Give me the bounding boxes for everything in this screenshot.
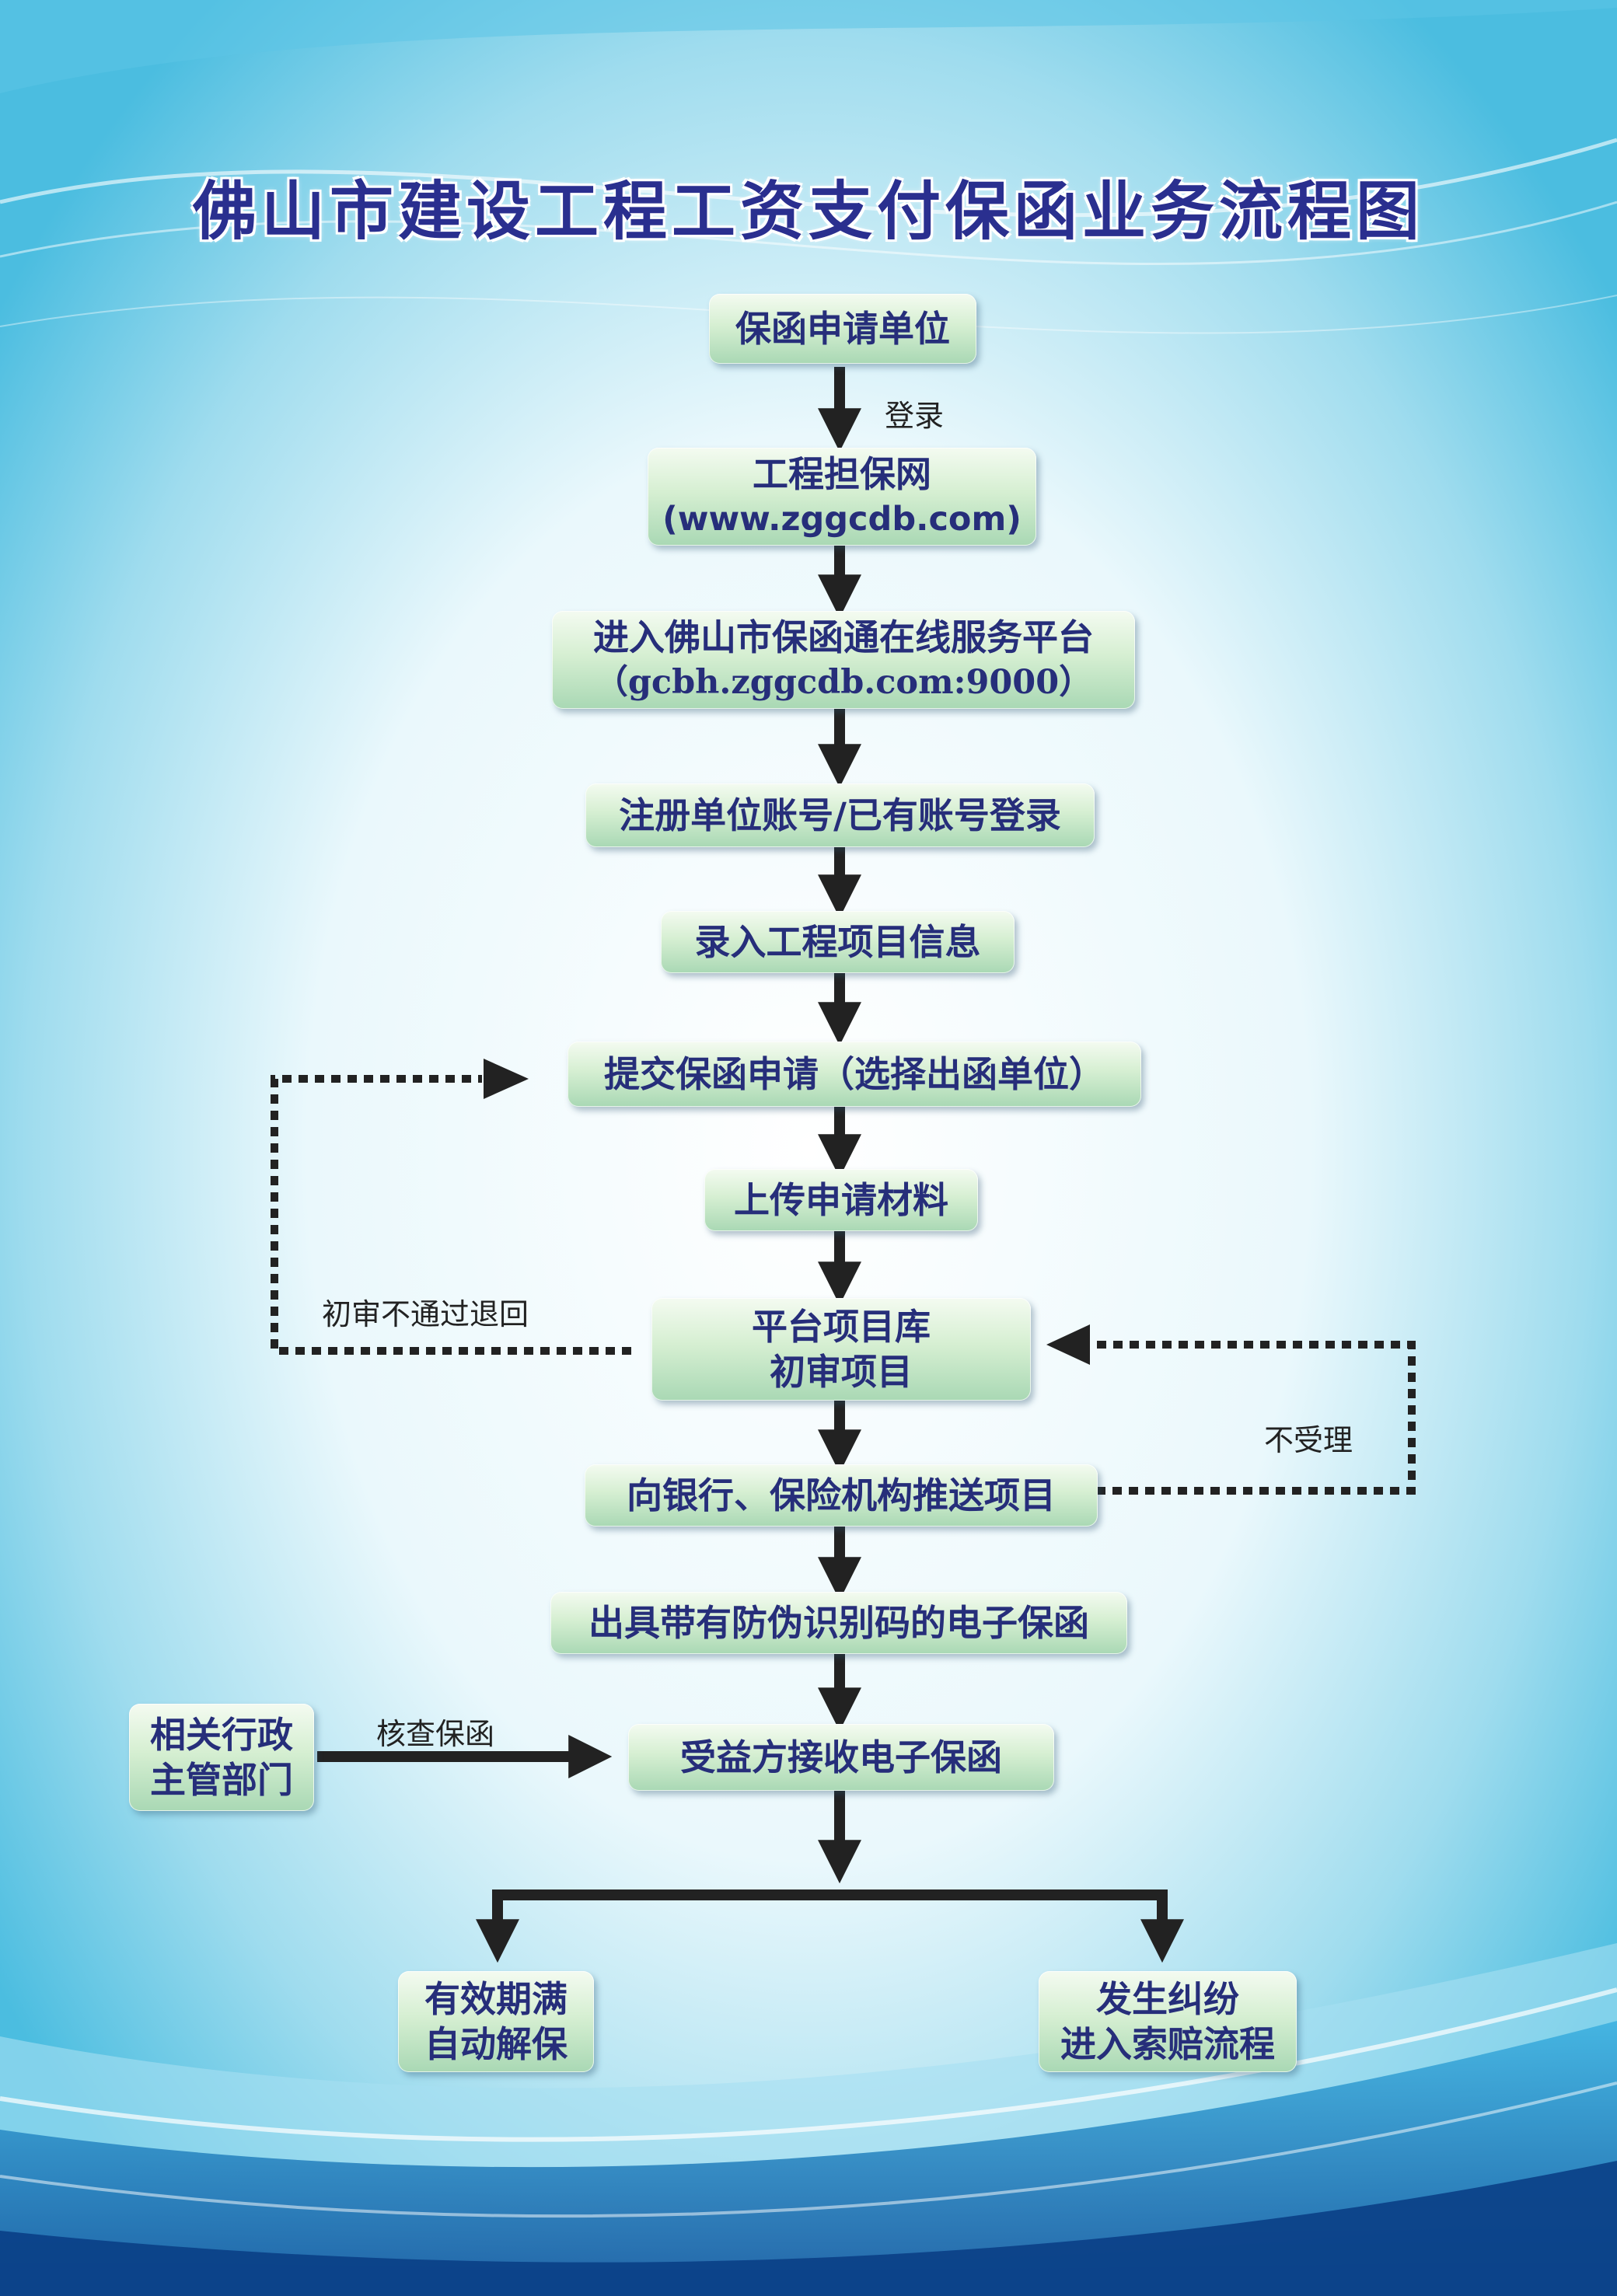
edge-label-verify: 核查保函 [376,1717,495,1751]
not-accepted-return-line [1084,1341,1416,1495]
node-issue: 出具带有防伪识别码的电子保函 [550,1592,1127,1654]
edge-label-login: 登录 [885,399,945,433]
node-push: 向银行、保险机构推送项目 [585,1464,1098,1527]
not-accepted-arrowhead [1046,1324,1090,1365]
node-upload: 上传申请材料 [704,1169,978,1231]
node-applicant: 保函申请单位 [709,294,976,364]
branch-connector [492,1889,1168,1939]
node-expire: 有效期满 自动解保 [398,1971,594,2072]
node-project-info: 录入工程项目信息 [661,911,1015,973]
node-register: 注册单位账号/已有账号登录 [585,783,1095,847]
node-review: 平台项目库 初审项目 [651,1298,1031,1401]
edge-label-rejected: 初审不通过退回 [322,1297,529,1331]
page-title: 佛山市建设工程工资支付保函业务流程图 [192,175,1424,249]
node-dispute: 发生纠纷 进入索赔流程 [1039,1971,1297,2072]
node-submit: 提交保函申请（选择出函单位） [568,1042,1141,1107]
edge-label-not-accepted: 不受理 [1264,1423,1353,1457]
node-platform: 进入佛山市保函通在线服务平台 （gcbh.zggcdb.com:9000） [552,611,1135,709]
rejected-arrowhead [484,1059,529,1099]
node-beneficiary: 受益方接收电子保函 [628,1724,1054,1791]
node-authority: 相关行政 主管部门 [129,1704,314,1811]
node-website: 工程担保网 (www.zggcdb.com) [648,448,1036,546]
rejected-return-line [271,1075,631,1355]
